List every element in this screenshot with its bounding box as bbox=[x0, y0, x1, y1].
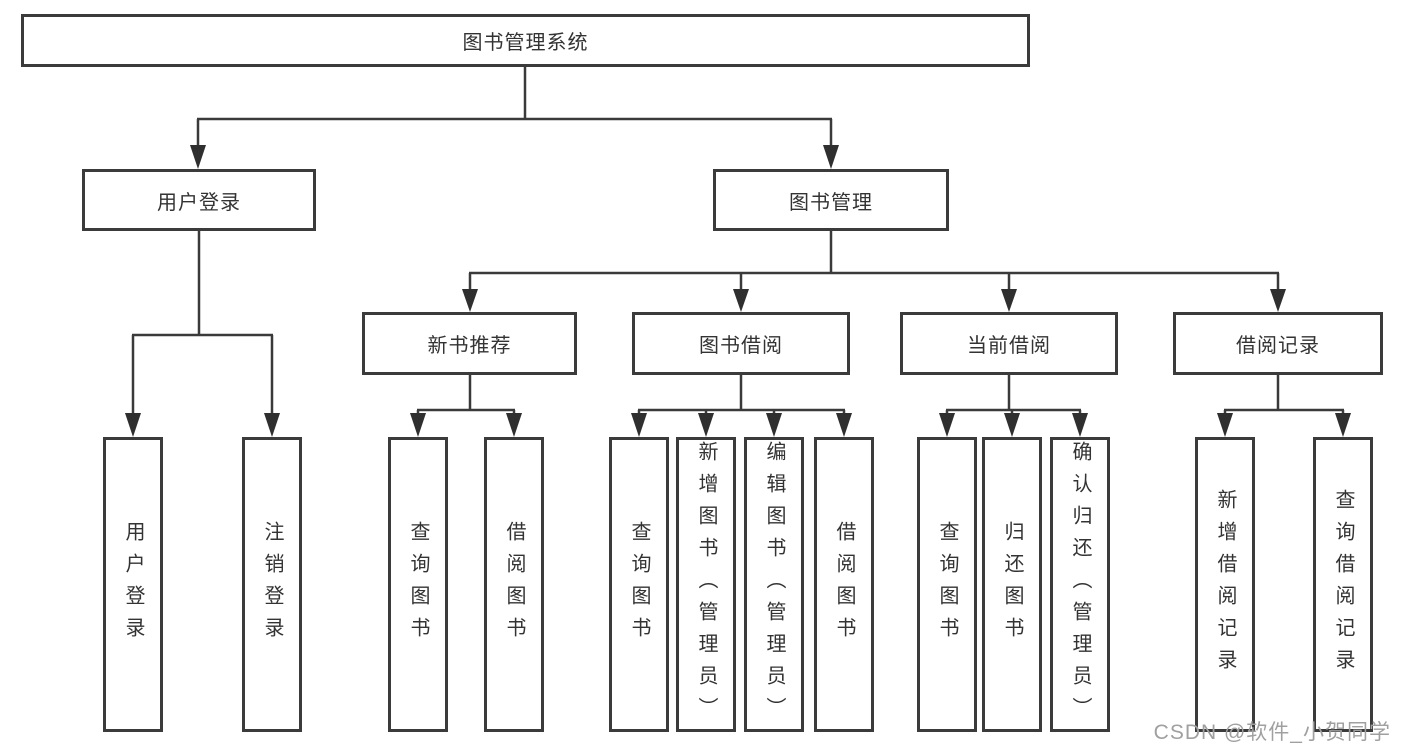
leaf-borrow-books: 借阅图书 bbox=[484, 437, 544, 732]
node-label: 新增借阅记录 bbox=[1214, 488, 1236, 681]
node-label: 图书管理 bbox=[789, 191, 873, 214]
node-label: 查询图书 bbox=[628, 520, 650, 649]
leaf-logout: 注销登录 bbox=[242, 437, 302, 732]
node-borrowing-records: 借阅记录 bbox=[1173, 312, 1383, 375]
node-label: 借阅图书 bbox=[833, 520, 855, 649]
node-label: 查询图书 bbox=[936, 520, 958, 649]
leaf-add-borrow-record: 新增借阅记录 bbox=[1195, 437, 1255, 732]
node-label: 图书管理系统 bbox=[462, 32, 589, 54]
leaf-return-books: 归还图书 bbox=[982, 437, 1042, 732]
node-label: 编辑图书（管理员） bbox=[763, 440, 785, 729]
leaf-query-borrow-record: 查询借阅记录 bbox=[1313, 437, 1373, 732]
leaf-query-books: 查询图书 bbox=[388, 437, 448, 732]
node-current-borrowing: 当前借阅 bbox=[900, 312, 1118, 375]
leaf-query-books: 查询图书 bbox=[609, 437, 669, 732]
node-label: 确认归还（管理员） bbox=[1069, 440, 1091, 729]
node-library-management-system: 图书管理系统 bbox=[21, 14, 1030, 67]
node-label: 新书推荐 bbox=[427, 335, 512, 357]
leaf-borrow-books: 借阅图书 bbox=[814, 437, 874, 732]
node-label: 查询图书 bbox=[407, 520, 429, 649]
node-label: 用户登录 bbox=[122, 520, 144, 649]
node-label: 借阅图书 bbox=[503, 520, 525, 649]
leaf-confirm-return-admin: 确认归还（管理员） bbox=[1050, 437, 1110, 732]
leaf-query-books: 查询图书 bbox=[917, 437, 977, 732]
node-label: 归还图书 bbox=[1001, 520, 1023, 649]
leaf-edit-books-admin: 编辑图书（管理员） bbox=[744, 437, 804, 732]
csdn-watermark: CSDN @软件_小贺同学 bbox=[1153, 721, 1391, 744]
leaf-user-login: 用户登录 bbox=[103, 437, 163, 732]
node-label: 图书借阅 bbox=[699, 335, 783, 357]
node-label: 用户登录 bbox=[157, 191, 241, 214]
node-label: 注销登录 bbox=[261, 520, 283, 649]
arrowhead-icons bbox=[125, 145, 1351, 437]
node-new-book-recommendation: 新书推荐 bbox=[362, 312, 577, 375]
node-label: 当前借阅 bbox=[967, 335, 1051, 357]
node-book-management: 图书管理 bbox=[713, 169, 949, 231]
leaf-add-books-admin: 新增图书（管理员） bbox=[676, 437, 736, 732]
node-label: 查询借阅记录 bbox=[1332, 488, 1354, 681]
node-label: 新增图书（管理员） bbox=[695, 440, 717, 729]
node-label: 借阅记录 bbox=[1236, 335, 1320, 357]
node-user-login: 用户登录 bbox=[82, 169, 316, 231]
node-book-borrowing: 图书借阅 bbox=[632, 312, 850, 375]
